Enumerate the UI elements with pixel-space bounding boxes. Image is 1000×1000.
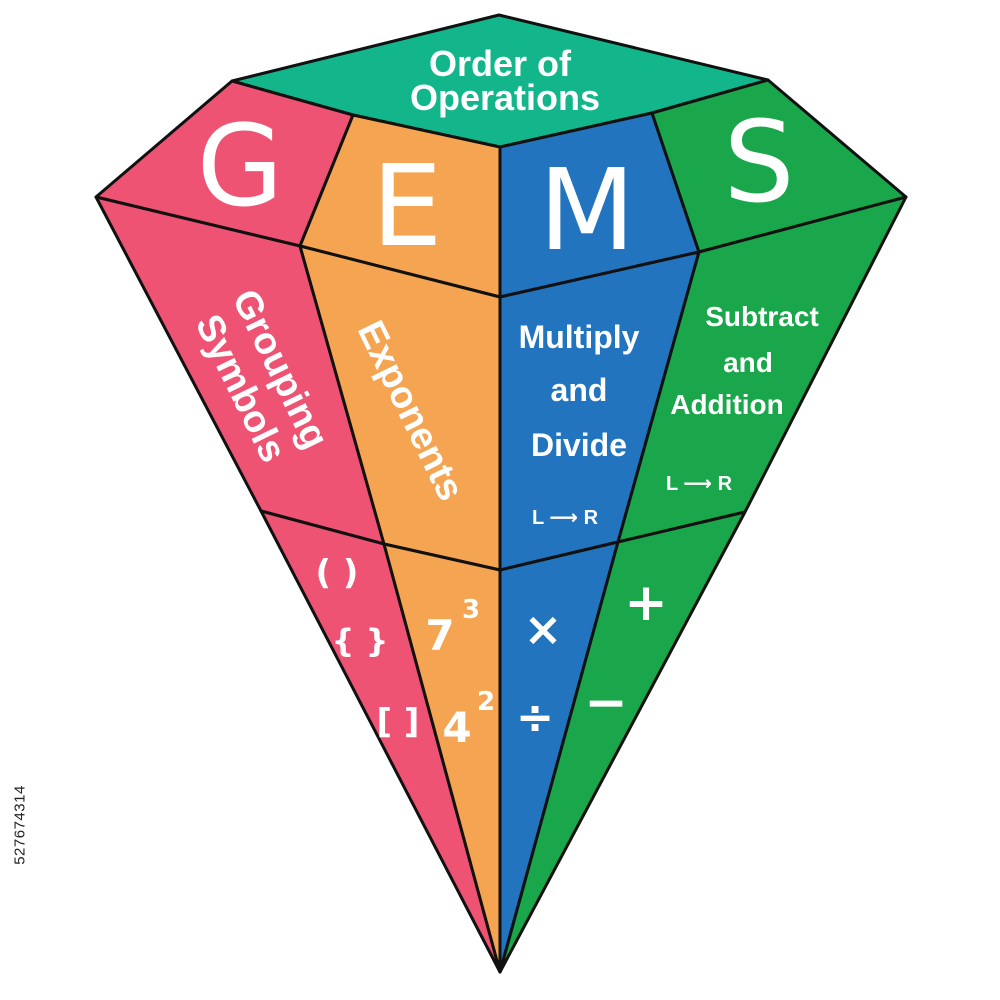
subtract-label-line-3: Addition bbox=[670, 389, 784, 420]
divide-symbol: ÷ bbox=[516, 690, 555, 744]
multiply-label-line-1: Multiply bbox=[519, 319, 640, 355]
stock-image-id: 527674314 bbox=[8, 760, 32, 890]
stock-image-id-text: 527674314 bbox=[11, 785, 29, 865]
exponent-example-2-power: 2 bbox=[477, 687, 495, 717]
parentheses-symbol: ( ) bbox=[316, 553, 359, 593]
letter-g: G bbox=[197, 102, 284, 232]
minus-symbol: − bbox=[584, 673, 628, 733]
multiply-direction: L ⟶ R bbox=[532, 507, 599, 529]
exponent-example-2-base: 4 bbox=[442, 703, 471, 752]
title-line-2: Operations bbox=[410, 77, 600, 118]
letter-e: E bbox=[372, 142, 443, 272]
braces-symbol: { } bbox=[332, 622, 389, 660]
subtract-symbols-facet bbox=[498, 510, 747, 974]
title-line-1: Order of bbox=[429, 43, 572, 84]
letter-m: M bbox=[539, 146, 636, 276]
multiply-label-line-2: and bbox=[551, 372, 608, 408]
subtract-direction: L ⟶ R bbox=[666, 473, 733, 495]
multiply-label-line-3: Divide bbox=[531, 427, 627, 463]
subtract-label-line-1: Subtract bbox=[705, 301, 819, 332]
letter-s: S bbox=[723, 98, 794, 228]
plus-symbol: + bbox=[624, 573, 668, 633]
exponent-example-1-base: 7 bbox=[425, 611, 454, 660]
exponent-example-1-power: 3 bbox=[462, 595, 480, 625]
multiply-symbol: × bbox=[524, 602, 563, 656]
subtract-label-line-2: and bbox=[723, 347, 773, 378]
brackets-symbol: [ ] bbox=[377, 702, 420, 742]
